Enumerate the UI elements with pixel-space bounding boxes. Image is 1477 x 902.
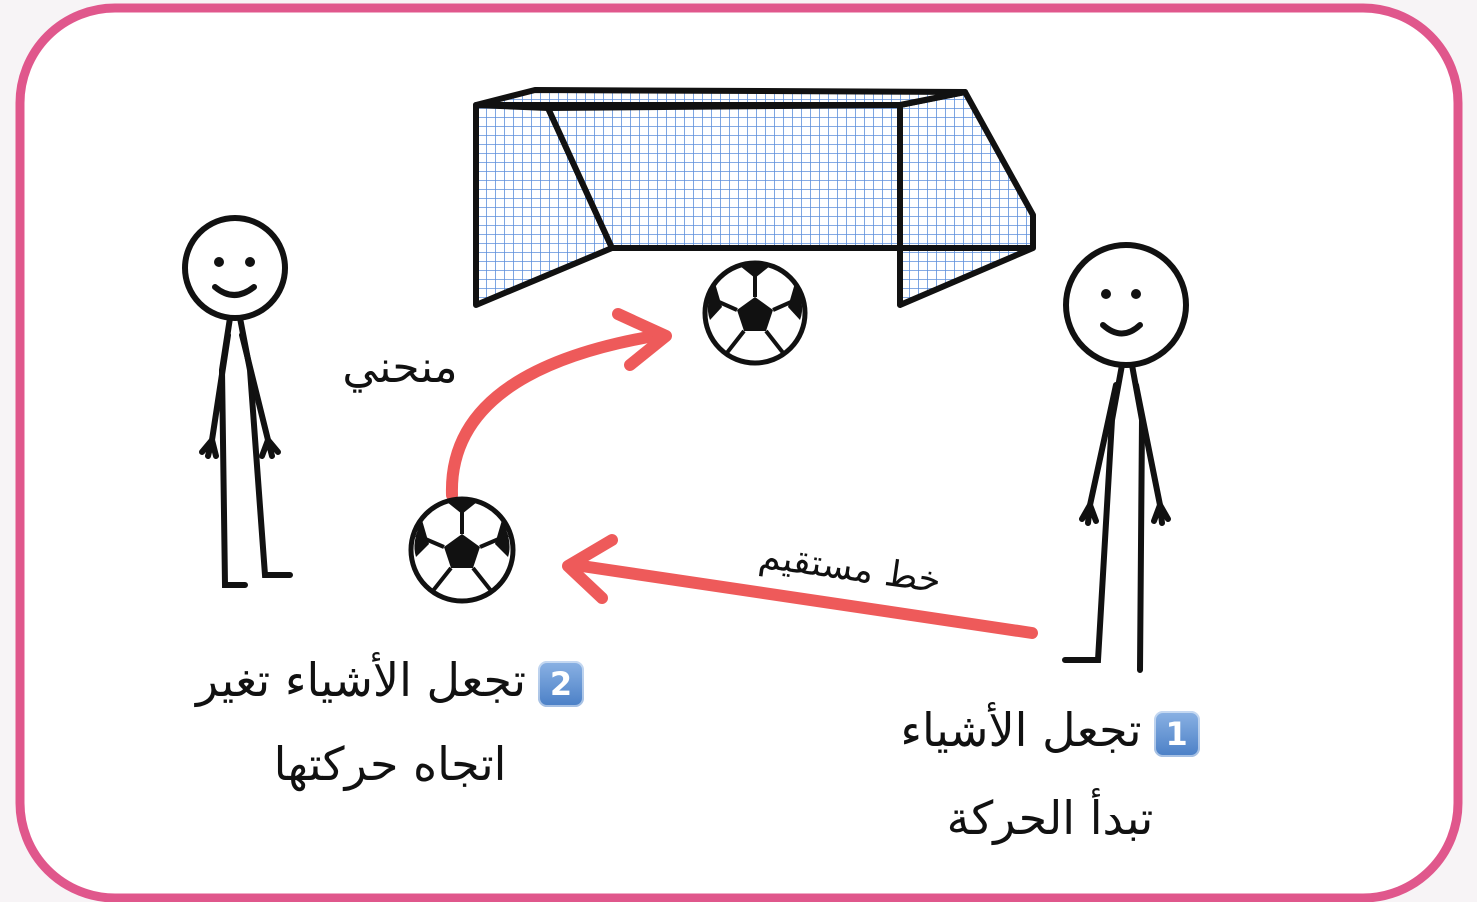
- stick-figure-right-icon: [1062, 242, 1189, 673]
- item-2-caption: 2تجعل الأشياء تغير اتجاه حركتها: [130, 640, 650, 804]
- item-1-line1-text: تجعل الأشياء: [900, 703, 1142, 757]
- rounded-frame: [15, 3, 1463, 902]
- number-1-badge: 1: [1153, 710, 1200, 757]
- goal-net-icon: [473, 87, 1036, 308]
- item-1-line1: 1تجعل الأشياء: [840, 690, 1260, 770]
- stick-figure-left-icon: [182, 215, 293, 588]
- straight-arrow-icon: [562, 534, 1038, 639]
- item-2-line2: اتجاه حركتها: [273, 737, 507, 791]
- number-2-badge: 2: [538, 660, 585, 707]
- curved-arrow-icon: [445, 308, 672, 501]
- curved-label: منحني: [342, 342, 458, 393]
- soccer-ball-top-icon: [702, 260, 808, 366]
- item-2-line1-text: تجعل الأشياء تغير: [195, 653, 527, 707]
- item-1-caption: 1تجعل الأشياء تبدأ الحركة: [840, 690, 1260, 858]
- item-1-line2: تبدأ الحركة: [946, 791, 1154, 845]
- item-2-line1: 2تجعل الأشياء تغير: [130, 640, 650, 720]
- soccer-ball-bottom-icon: [408, 496, 516, 604]
